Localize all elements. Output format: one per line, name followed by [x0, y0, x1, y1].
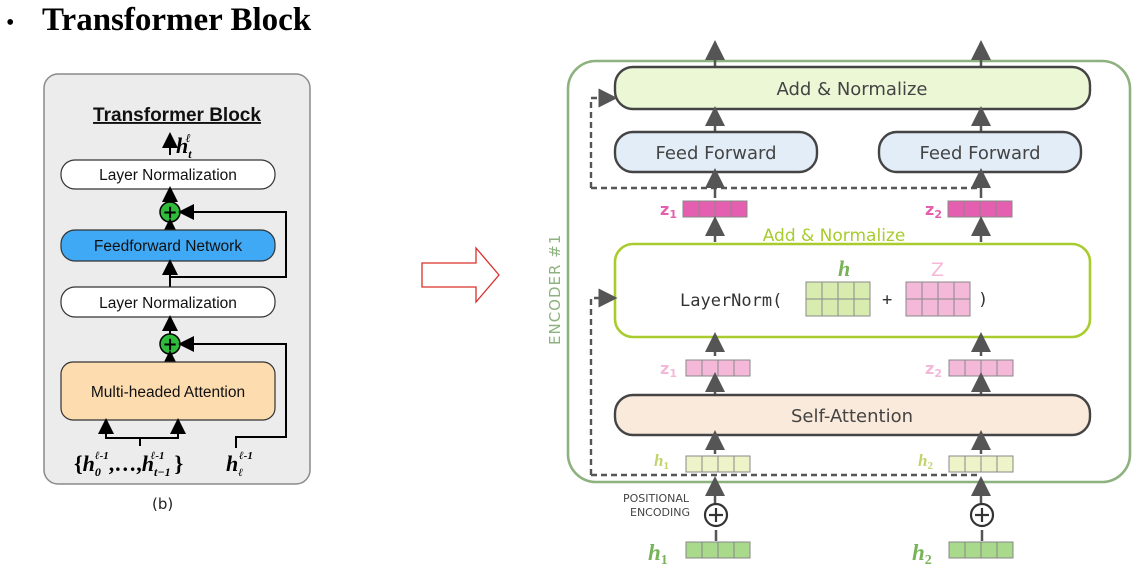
positional-line2: ENCODING	[630, 506, 690, 519]
add-top-symbol: +	[162, 202, 177, 223]
layer-norm-top-label: Layer Normalization	[99, 167, 237, 184]
residual-input-label: hℓℓ-1	[226, 450, 253, 479]
layernorm-plus: +	[882, 290, 892, 310]
h1-bottom-label: h1	[648, 540, 668, 568]
layer-norm-bottom-label: Layer Normalization	[99, 295, 237, 312]
left-panel: Transformer Block htℓ Layer Normalizatio…	[43, 73, 311, 485]
h-matrix-label: h	[838, 256, 850, 281]
feed-forward-1-label: Feed Forward	[655, 143, 776, 164]
output-label: htℓ	[176, 131, 192, 161]
h1-in-label: h1	[654, 451, 669, 472]
input-sequence-label: {h0ℓ-1,…,ht−1ℓ-1}	[74, 450, 183, 479]
z1-low-label: z1	[660, 359, 677, 380]
slide-title: Transformer Block	[42, 2, 312, 38]
figure-caption: (b)	[152, 495, 174, 513]
add-normalize-top-box	[613, 65, 1092, 111]
z2-low-vector	[948, 359, 1014, 377]
input-arrow-right	[140, 418, 186, 439]
self-attention-label: Self-Attention	[791, 406, 913, 427]
z1-top-vector	[682, 200, 748, 218]
z1-low-vector	[685, 359, 751, 377]
add-bottom-symbol: +	[162, 334, 177, 355]
h1-bottom-vector	[685, 541, 751, 559]
h1-in-vector	[685, 455, 751, 473]
right-panel: ENCODER #1 Add & Normalize Feed Forward …	[546, 40, 1132, 568]
residual-ff-path	[170, 204, 287, 278]
positional-line1: POSITIONAL	[623, 492, 690, 505]
z2-low-label: z2	[925, 359, 942, 380]
transition-arrow-icon	[421, 246, 500, 304]
encoder-label: ENCODER #1	[546, 234, 564, 345]
feed-forward-2-label: Feed Forward	[919, 143, 1040, 164]
self-attention-box	[613, 393, 1092, 437]
bullet: •	[6, 10, 15, 36]
h2-in-label: h2	[918, 451, 933, 472]
z-matrix	[905, 281, 971, 317]
h2-bottom-vector	[948, 541, 1014, 559]
h2-in-vector	[948, 455, 1014, 473]
h2-bottom-label: h2	[912, 540, 932, 568]
add-normalize-top-label: Add & Normalize	[777, 79, 928, 100]
residual-dash-top	[589, 88, 618, 188]
z2-top-vector	[947, 200, 1013, 218]
z2-top-label: z2	[925, 200, 942, 221]
z-matrix-label: Z	[931, 259, 944, 281]
add-normalize-mid-label: Add & Normalize	[763, 226, 906, 246]
attention-label: Multi-headed Attention	[91, 384, 245, 401]
h-matrix	[805, 281, 871, 317]
z1-top-label: z1	[660, 200, 677, 221]
residual-attn-path	[178, 336, 287, 448]
layernorm-open-text: LayerNorm(	[680, 291, 782, 311]
attention-box	[60, 361, 276, 421]
input-arrow-left	[98, 418, 141, 446]
block-heading: Transformer Block	[93, 105, 261, 126]
feedforward-label: Feedforward Network	[94, 238, 242, 255]
layernorm-close: )	[978, 290, 988, 310]
